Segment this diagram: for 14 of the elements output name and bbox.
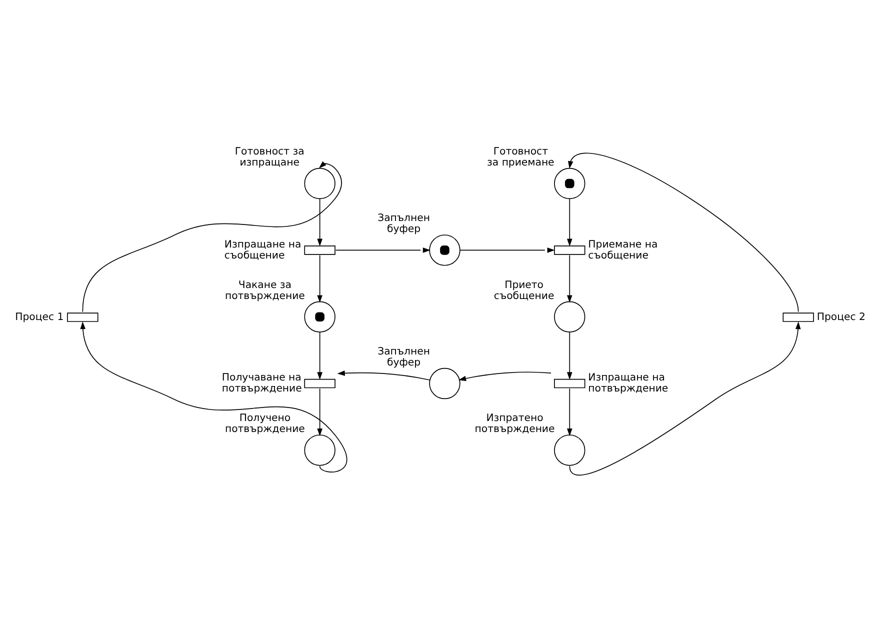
- node-label: Процес 2: [816, 311, 866, 322]
- node-label: Получено потвърждение: [224, 412, 305, 435]
- node-label: Изпращане на съобщение: [224, 238, 302, 261]
- node-label: Приемане на съобщение: [588, 238, 658, 261]
- node-label: Готовност за изпращане: [234, 146, 304, 168]
- node-label: Запълнен буфер: [378, 346, 430, 368]
- node-label: Процес 1: [15, 311, 64, 322]
- node-label: Изпращане на потвърждение: [588, 372, 668, 394]
- node-label: Изпратено потвърждение: [474, 412, 555, 435]
- node-label: Готовност за приемане: [487, 146, 554, 168]
- node-label: Запълнен буфер: [378, 212, 430, 235]
- node-label: Чакане за потвърждение: [224, 279, 305, 302]
- node-label: Прието съобщение: [494, 279, 554, 302]
- node-label: Получаване на потвърждение: [222, 372, 302, 394]
